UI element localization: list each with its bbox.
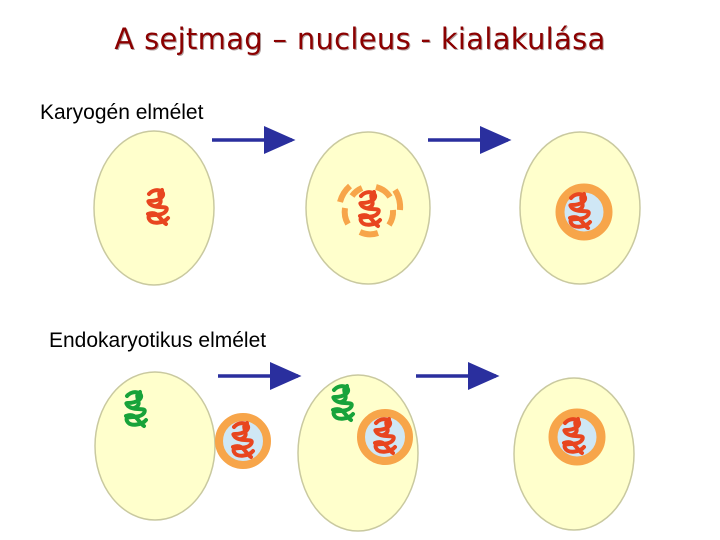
endokaryotic-row [94,362,635,532]
engulfed-cell [215,413,271,469]
endokaryotic-theory-label: Endokaryotikus elmélet [49,329,267,352]
forming-membrane-icon [337,183,404,238]
host-cell [94,371,216,521]
karyogen-theory-label: Karyogén elmélet [40,101,204,124]
cell-stage-2 [305,131,431,285]
cell-final [513,377,635,531]
karyogen-row [93,126,641,286]
diagram-title: A sejtmag – nucleus - kialakulása [114,22,606,56]
cell-stage-1 [93,130,215,286]
cell-merging [297,374,419,532]
cell-stage-3 [519,131,641,285]
